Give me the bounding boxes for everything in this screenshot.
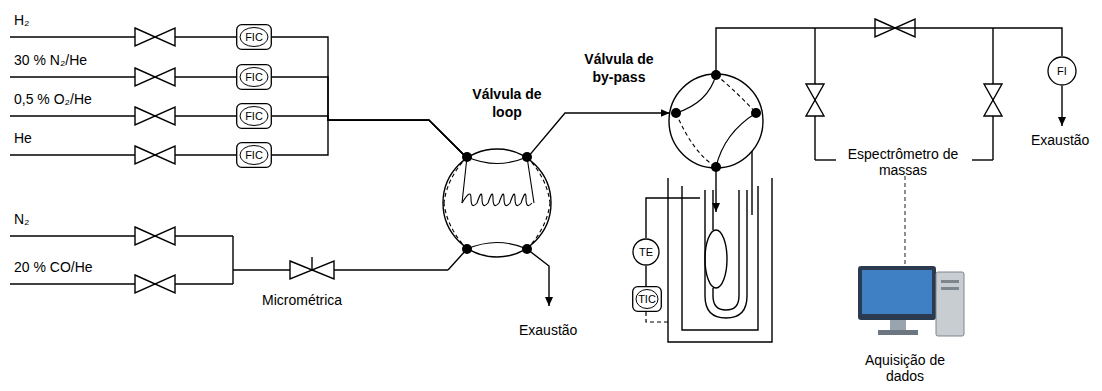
text-label: He <box>14 130 32 146</box>
instrument-tag: FIC <box>245 149 263 161</box>
temperature-element: TE <box>632 238 660 266</box>
flow-controller: FIC <box>236 24 272 50</box>
instrument-tag: FIC <box>245 31 263 43</box>
flow-controller: FIC <box>236 142 272 168</box>
valve-heading: Válvula de loop <box>462 86 552 121</box>
text-label: Aquisição de dados <box>850 352 960 384</box>
instrument-tag: FIC <box>245 71 263 83</box>
pipe-connector <box>272 37 467 158</box>
pipe-connector <box>272 116 467 158</box>
node-outline <box>442 148 552 258</box>
text-label: 20 % CO/He <box>14 259 93 275</box>
text-label: Micrométrica <box>262 292 342 308</box>
instrument-tag: FI <box>1057 65 1067 77</box>
pipe-connector <box>272 77 467 158</box>
computer-icon <box>858 266 964 336</box>
temperature-controller: TIC <box>632 286 662 312</box>
pipe-connector <box>272 120 467 158</box>
flow-controller: FIC <box>236 64 272 90</box>
flow-controller: FIC <box>236 103 272 129</box>
text-label: Espectrômetro de massas <box>838 146 968 178</box>
pipe-connector <box>716 28 1062 73</box>
text-label: 30 % N₂/He <box>14 52 87 68</box>
text-label: Exaustão <box>519 322 577 338</box>
instrument-tag: TE <box>639 246 653 258</box>
pipe-connector <box>645 266 646 286</box>
text-label: 0,5 % O₂/He <box>14 91 92 107</box>
bypass-valve: Válvula de by-pass <box>668 73 764 169</box>
flow-indicator: FI <box>1047 56 1077 86</box>
pipe-connector <box>527 113 670 158</box>
node-outline <box>668 73 764 169</box>
loop-valve: Válvula de loop <box>442 148 552 258</box>
text-label: H₂ <box>14 12 30 28</box>
instrument-tag: TIC <box>638 293 656 305</box>
text-label: N₂ <box>14 211 30 227</box>
valve-heading: Válvula de by-pass <box>578 51 660 86</box>
text-label: Exaustão <box>1031 132 1089 148</box>
instrument-tag: FIC <box>245 110 263 122</box>
